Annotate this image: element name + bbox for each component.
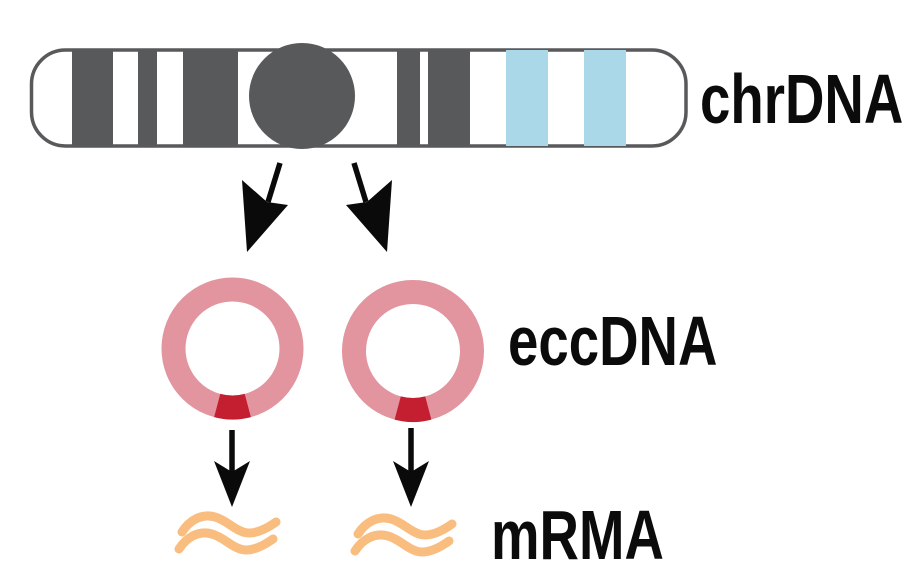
chromosome-dark-band [397,50,420,146]
chromosome-blue-band [506,50,548,146]
label-chrdna: chrDNA [700,60,904,138]
transcription-arrow-left-icon [214,430,250,507]
split-arrow-left-icon [242,162,288,252]
eccdna-red-segment [394,396,432,423]
label-eccdna: eccDNA [508,302,718,380]
eccdna-ring-left-icon [161,277,304,420]
mrna-wave-right-icon [350,513,457,557]
transcription-arrow-right-icon [393,428,429,507]
chromosome-blue-band [584,50,626,146]
chromosome-dark-band [138,50,157,146]
chromosome-dark-band [183,50,238,146]
mrna-wave-left-icon [174,511,281,555]
eccdna-ring-right-icon [342,280,484,423]
centromere-icon [249,43,355,149]
chromosome-dark-band [428,50,470,146]
chromosome-dark-band [72,50,113,146]
split-arrow-right-icon [346,162,392,252]
label-mrna: mRMA [491,496,664,574]
chromosome-icon [29,43,688,149]
eccdna-red-segment [214,393,251,420]
